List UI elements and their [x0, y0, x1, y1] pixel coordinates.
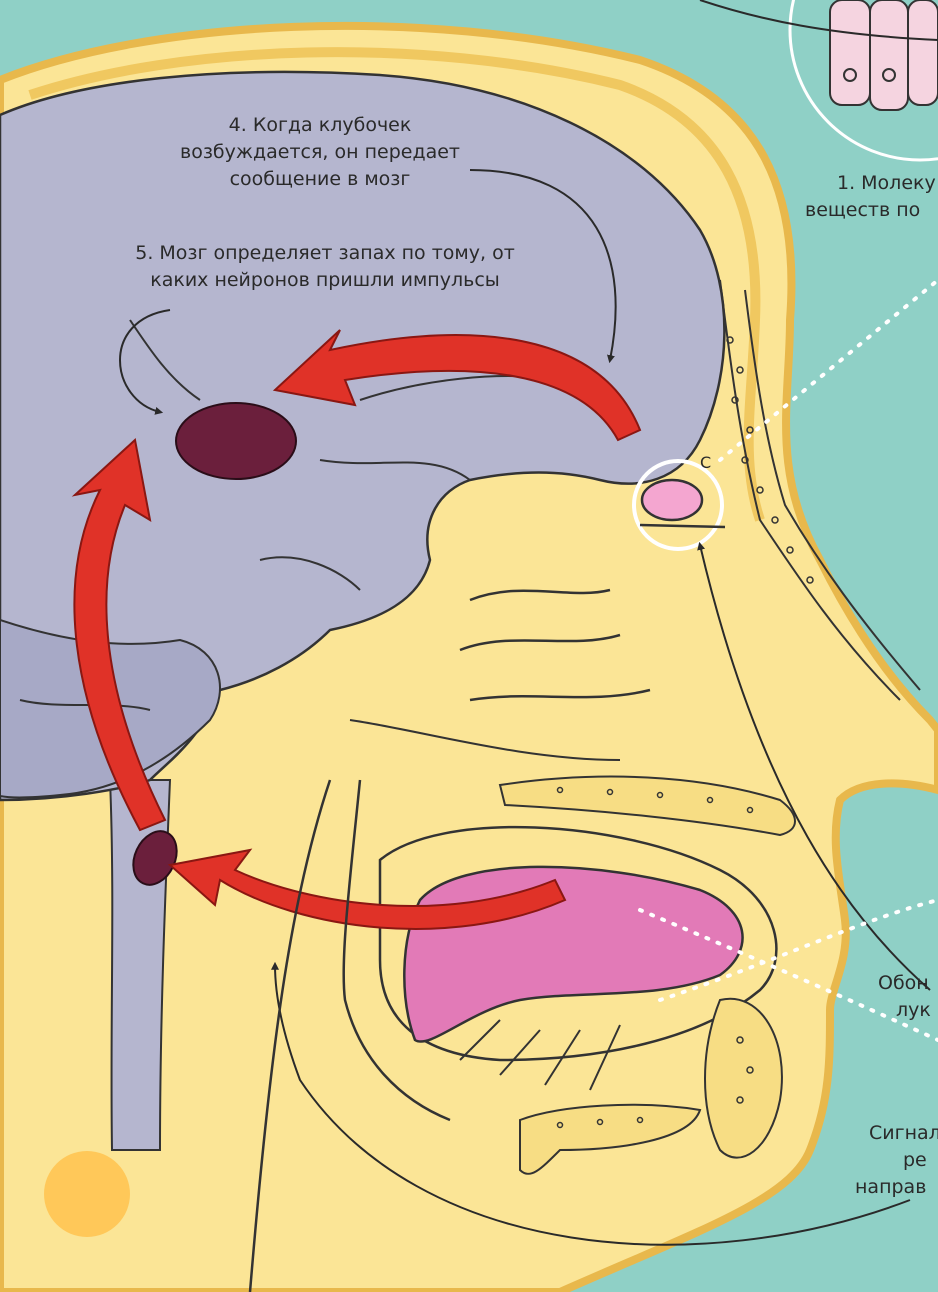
olfactory-bulb [642, 480, 702, 520]
label-bulb: Обон лук [878, 970, 938, 1024]
page-marker-dot [44, 1151, 130, 1237]
label-step1-line1: 1. Молеку [805, 170, 938, 197]
label-bulb-line2: лук [878, 997, 938, 1024]
label-step4-line1: 4. Когда клубочек [150, 112, 490, 139]
label-signal: Сигнал ре направ [855, 1120, 938, 1201]
smell-processing-center [176, 403, 296, 479]
label-step4-line3: сообщение в мозг [150, 166, 490, 193]
label-signal-line2: ре [855, 1147, 938, 1174]
label-step5: 5. Мозг определяет запах по тому, от как… [110, 240, 540, 294]
label-signal-line1: Сигнал [855, 1120, 938, 1147]
marker-c: C [700, 453, 711, 472]
label-step1: 1. Молеку веществ по [805, 170, 938, 224]
label-step5-line1: 5. Мозг определяет запах по тому, от [110, 240, 540, 267]
label-step5-line2: каких нейронов пришли импульсы [110, 267, 540, 294]
label-step4: 4. Когда клубочек возбуждается, он перед… [150, 112, 490, 193]
label-step1-line2: веществ по [805, 197, 938, 224]
label-step4-line2: возбуждается, он передает [150, 139, 490, 166]
receptor-cells [830, 0, 938, 110]
label-bulb-line1: Обон [878, 970, 938, 997]
label-signal-line3: направ [855, 1174, 938, 1201]
